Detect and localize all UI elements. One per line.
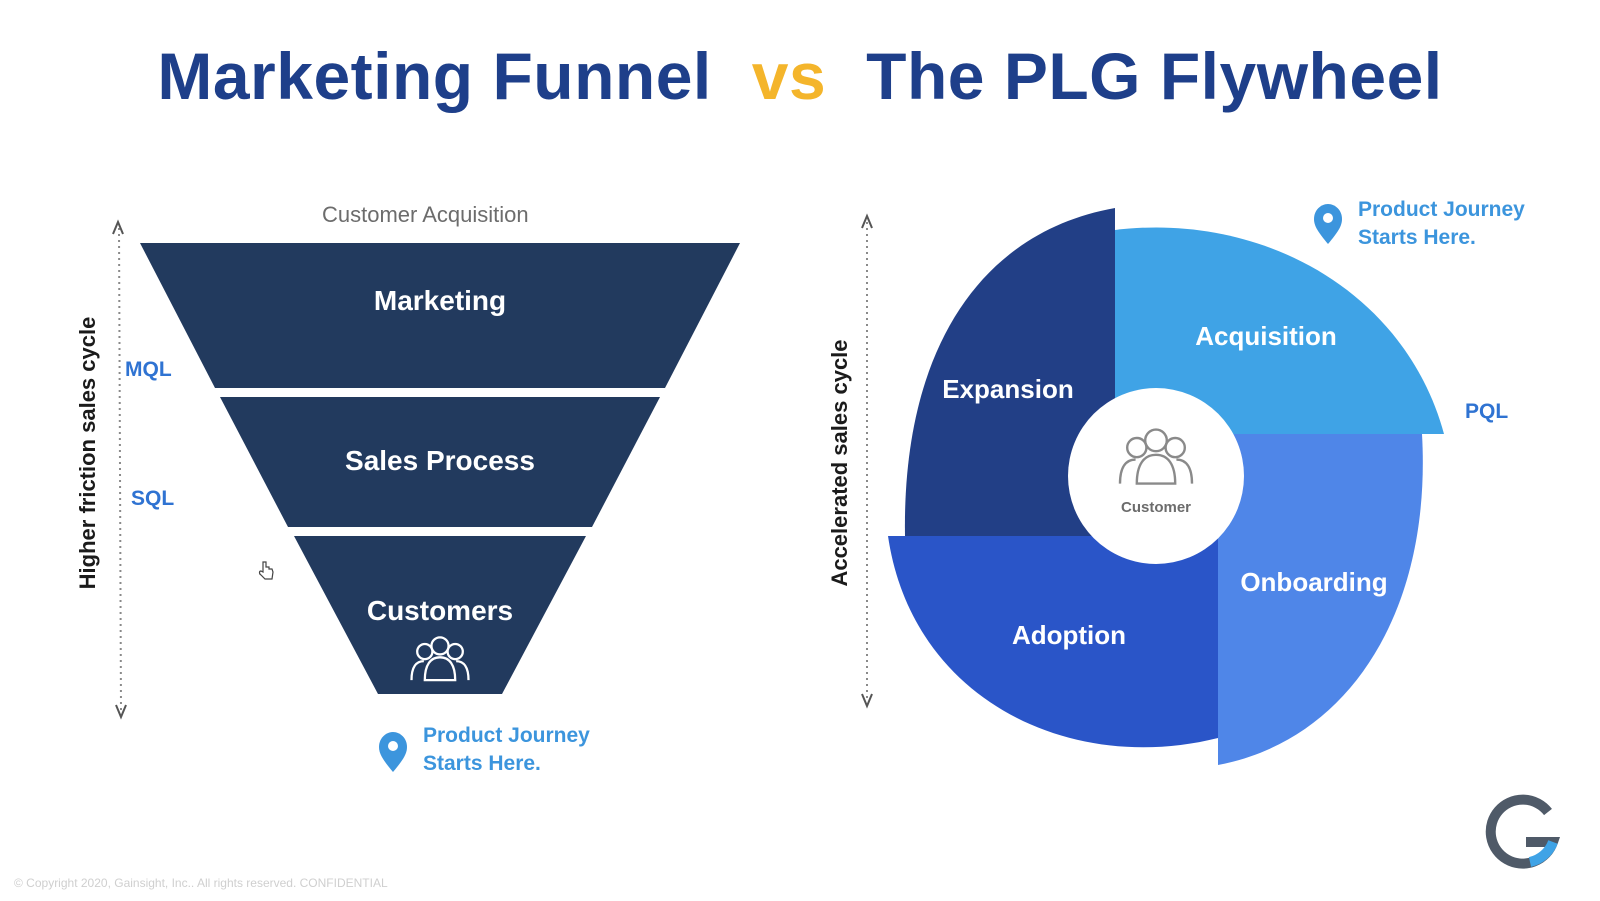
funnel-pin-text: Product Journey Starts Here.: [423, 722, 590, 778]
flywheel-label-onboarding: Onboarding: [1240, 567, 1387, 597]
location-pin-icon: [379, 732, 407, 772]
flywheel-segment-acquisition: [1115, 227, 1444, 434]
marker-sql: SQL: [131, 487, 175, 510]
funnel-stage-marketing: Marketing: [374, 285, 506, 316]
title-right: The PLG Flywheel: [866, 39, 1443, 113]
flywheel-pin-text: Product Journey Starts Here.: [1358, 196, 1525, 252]
marker-pql: PQL: [1465, 400, 1509, 423]
flywheel-segment-adoption: [888, 536, 1218, 748]
funnel-stage-customers: Customers: [367, 595, 513, 626]
flywheel-axis-arrow: [861, 213, 873, 709]
flywheel-label-adoption: Adoption: [1012, 620, 1126, 650]
cursor-hand-icon: [258, 561, 274, 580]
funnel-pin-line1: Product Journey: [423, 724, 590, 747]
funnel-layer-marketing: [140, 243, 740, 388]
flywheel-center: [1068, 388, 1244, 564]
flywheel-label-expansion: Expansion: [942, 374, 1073, 404]
funnel-stage-sales-process: Sales Process: [345, 445, 535, 476]
funnel-axis-arrow: [112, 219, 127, 720]
page-title: Marketing Funnel vs The PLG Flywheel: [0, 38, 1600, 128]
flywheel-pin-line1: Product Journey: [1358, 198, 1525, 221]
funnel-pin-line2: Starts Here.: [423, 752, 541, 775]
flywheel-center-label: Customer: [1121, 499, 1191, 516]
marker-mql: MQL: [125, 358, 172, 381]
funnel-layer-customers: [294, 536, 586, 694]
title-vs: vs: [751, 39, 827, 113]
location-pin-icon: [1314, 204, 1342, 244]
funnel-caption: Customer Acquisition: [322, 202, 529, 227]
funnel-layer-sales-process: [220, 397, 660, 527]
copyright-footer: © Copyright 2020, Gainsight, Inc.. All r…: [14, 876, 388, 890]
flywheel-segment-expansion: [904, 208, 1115, 536]
flywheel-segment-onboarding: [1218, 434, 1423, 765]
title-left: Marketing Funnel: [157, 39, 712, 113]
gainsight-logo-icon: [1485, 794, 1561, 869]
customer-icon: [1118, 428, 1194, 485]
flywheel-pin-line2: Starts Here.: [1358, 226, 1476, 249]
flywheel-label-acquisition: Acquisition: [1195, 321, 1337, 351]
